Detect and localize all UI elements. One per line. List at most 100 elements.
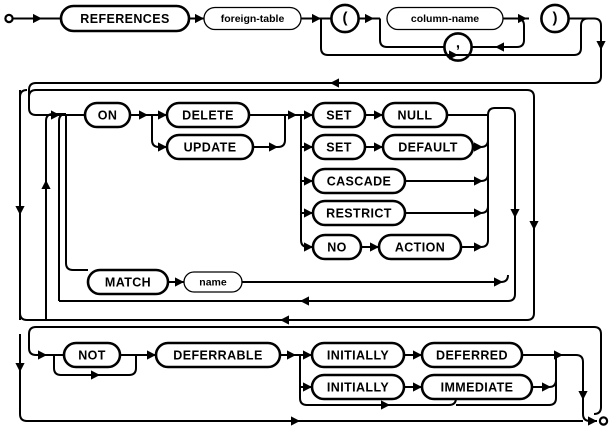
node-match[interactable]: MATCH xyxy=(86,268,170,296)
arrow-icon xyxy=(33,13,42,24)
arrow-icon xyxy=(588,416,597,426)
arrow-icon xyxy=(374,142,383,152)
arrow-icon xyxy=(330,78,339,88)
arrow-icon xyxy=(510,209,520,218)
node-no[interactable]: NO xyxy=(311,233,363,261)
arrow-icon xyxy=(370,242,379,252)
node-deferred-label: DEFERRED xyxy=(436,349,508,363)
arrow-icon xyxy=(304,208,313,218)
node-default[interactable]: DEFAULT xyxy=(381,133,475,161)
arrow-icon xyxy=(304,176,313,186)
rail-on-block-repeat-outer xyxy=(58,113,67,301)
node-initially-immediate-label: INITIALLY xyxy=(327,381,389,395)
node-initially-immediate[interactable]: INITIALLY xyxy=(310,373,406,401)
rail-name-merge xyxy=(242,274,509,283)
node-cascade-label: CASCADE xyxy=(327,175,392,189)
arrow-icon xyxy=(158,110,167,120)
node-foreign-table-label: foreign-table xyxy=(221,13,285,25)
arrow-icon xyxy=(413,382,422,392)
arrow-icon xyxy=(596,41,606,50)
end-marker xyxy=(598,416,609,426)
node-lparen[interactable]: ( xyxy=(330,3,360,34)
start-marker xyxy=(4,13,14,24)
rail-paren-group-bypass xyxy=(320,17,594,56)
arrow-icon xyxy=(474,176,483,186)
node-action[interactable]: ACTION xyxy=(377,233,463,261)
rail-initially-bypass xyxy=(299,355,457,406)
rail-to-match xyxy=(65,115,88,271)
node-not-label: NOT xyxy=(78,349,106,363)
rail-restrict-merge xyxy=(405,115,489,214)
node-immediate[interactable]: IMMEDIATE xyxy=(420,373,534,401)
node-comma-label: , xyxy=(456,35,460,52)
node-restrict[interactable]: RESTRICT xyxy=(311,199,407,227)
node-lparen-label: ( xyxy=(343,10,348,27)
arrow-icon xyxy=(300,296,309,306)
node-on[interactable]: ON xyxy=(83,101,132,129)
rail-block2-frame xyxy=(19,89,535,321)
rail-colsplit-down-to-comma xyxy=(379,18,444,48)
node-rparen-label: ) xyxy=(553,10,558,27)
rail-update-merge xyxy=(253,115,286,148)
node-update[interactable]: UPDATE xyxy=(165,133,255,161)
node-references-label: REFERENCES xyxy=(80,12,169,26)
arrow-icon xyxy=(312,13,321,24)
node-on-label: ON xyxy=(98,109,118,123)
node-delete[interactable]: DELETE xyxy=(165,101,251,129)
arrow-icon xyxy=(41,180,51,189)
node-set-null[interactable]: SET xyxy=(311,101,367,129)
node-name[interactable]: name xyxy=(183,271,243,293)
node-immediate-label: IMMEDIATE xyxy=(441,381,514,395)
row-on-action: ON DELETE UPDATE xyxy=(15,90,520,320)
node-name-label: name xyxy=(199,277,227,289)
arrow-icon xyxy=(304,242,313,252)
node-null-label: NULL xyxy=(398,109,433,123)
arrow-icon xyxy=(474,208,483,218)
node-cascade[interactable]: CASCADE xyxy=(311,167,407,195)
arrow-icon xyxy=(15,363,25,372)
arrow-icon xyxy=(304,110,313,120)
arrow-icon xyxy=(374,110,383,120)
node-initially-deferred[interactable]: INITIALLY xyxy=(310,341,406,369)
rail-row1-to-row2 xyxy=(28,17,602,108)
arrow-icon xyxy=(303,350,312,360)
node-action-label: ACTION xyxy=(395,241,445,255)
node-set-null-label: SET xyxy=(326,109,352,123)
node-references[interactable]: REFERENCES xyxy=(59,4,191,33)
arrow-icon xyxy=(413,350,422,360)
node-set-default[interactable]: SET xyxy=(311,133,367,161)
node-deferred[interactable]: DEFERRED xyxy=(420,341,524,369)
arrow-icon xyxy=(554,350,563,360)
rail-initially-bypass-merge xyxy=(456,355,557,406)
arrow-icon xyxy=(303,382,312,392)
rail-row2-entry xyxy=(28,107,66,116)
node-default-label: DEFAULT xyxy=(398,141,458,155)
node-null[interactable]: NULL xyxy=(381,101,449,129)
rail-block3-frame-top xyxy=(28,326,602,415)
arrow-icon xyxy=(474,242,483,252)
arrow-icon xyxy=(494,277,503,287)
node-comma[interactable]: , xyxy=(443,32,473,62)
arrow-icon xyxy=(91,370,100,380)
node-foreign-table[interactable]: foreign-table xyxy=(203,6,302,31)
node-rparen[interactable]: ) xyxy=(540,3,570,34)
node-deferrable-label: DEFERRABLE xyxy=(173,349,262,363)
rail-split-to-update xyxy=(151,115,167,148)
row-references: REFERENCES foreign-table ( column-name xyxy=(4,3,606,108)
rail-action-to-repeat-outer xyxy=(59,107,516,302)
node-column-name[interactable]: column-name xyxy=(386,6,504,31)
rail-block3-bypass xyxy=(19,334,583,422)
node-update-label: UPDATE xyxy=(184,141,237,155)
rail-block3-exit xyxy=(563,354,597,422)
arrow-icon xyxy=(529,221,539,230)
row-deferrable: NOT DEFERRABLE INITIALLY DEFERRED xyxy=(15,326,609,426)
arrow-icon xyxy=(280,315,289,325)
node-not[interactable]: NOT xyxy=(62,341,122,369)
node-deferrable[interactable]: DEFERRABLE xyxy=(154,341,282,369)
node-column-name-label: column-name xyxy=(411,13,479,25)
arrow-icon xyxy=(158,142,167,152)
arrow-icon xyxy=(578,391,588,400)
arrow-icon xyxy=(291,416,300,426)
